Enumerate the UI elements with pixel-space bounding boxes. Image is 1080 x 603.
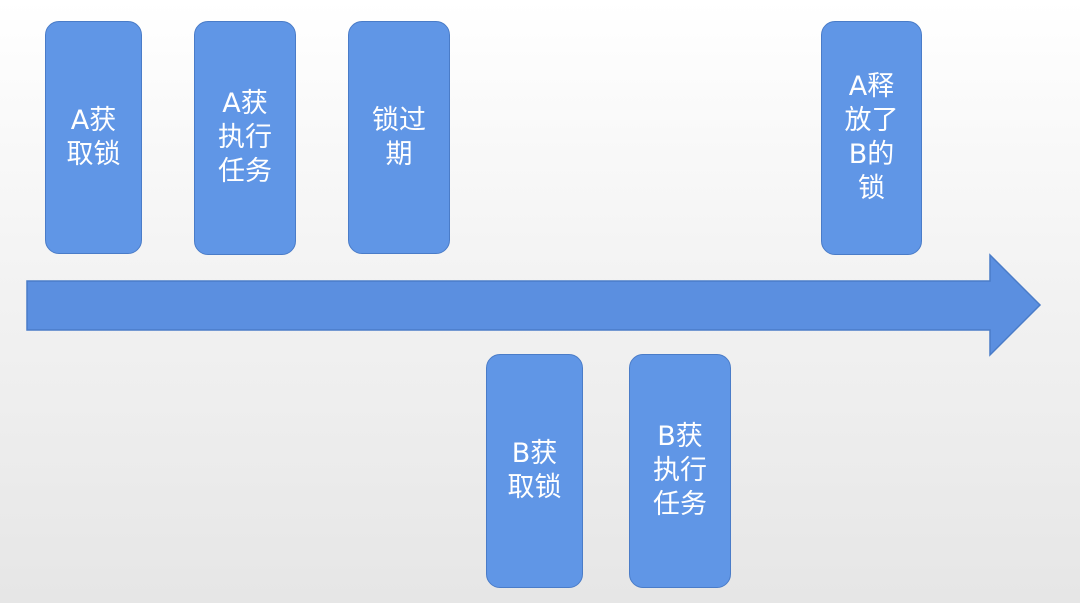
event-line: 锁过	[372, 104, 426, 136]
event-line: 放了	[844, 105, 899, 136]
event-lock-expired: 锁过 期	[348, 21, 450, 254]
event-b-execute-task: B获 执行 任务	[629, 354, 731, 588]
event-line: 任务	[653, 489, 707, 520]
event-line: 任务	[218, 156, 272, 187]
event-line: 执行	[653, 455, 707, 486]
event-line: B的	[848, 139, 895, 170]
event-line: 期	[385, 138, 413, 170]
event-line: B获	[657, 421, 703, 452]
event-line: A获	[222, 88, 268, 119]
event-a-acquire-lock: A获 取锁	[45, 21, 142, 254]
event-line: 执行	[218, 122, 272, 153]
event-line: 锁	[858, 173, 885, 204]
event-a-execute-task: A获 执行 任务	[194, 21, 296, 255]
timeline-arrow-shape	[26, 253, 1042, 357]
event-line: B获	[511, 438, 558, 469]
event-line: A释	[848, 71, 895, 102]
event-a-release-b-lock: A释 放了 B的 锁	[821, 21, 922, 255]
event-line: A获	[70, 104, 117, 136]
event-b-acquire-lock: B获 取锁	[486, 354, 583, 588]
event-line: 取锁	[507, 472, 562, 503]
event-line: 取锁	[66, 138, 121, 170]
